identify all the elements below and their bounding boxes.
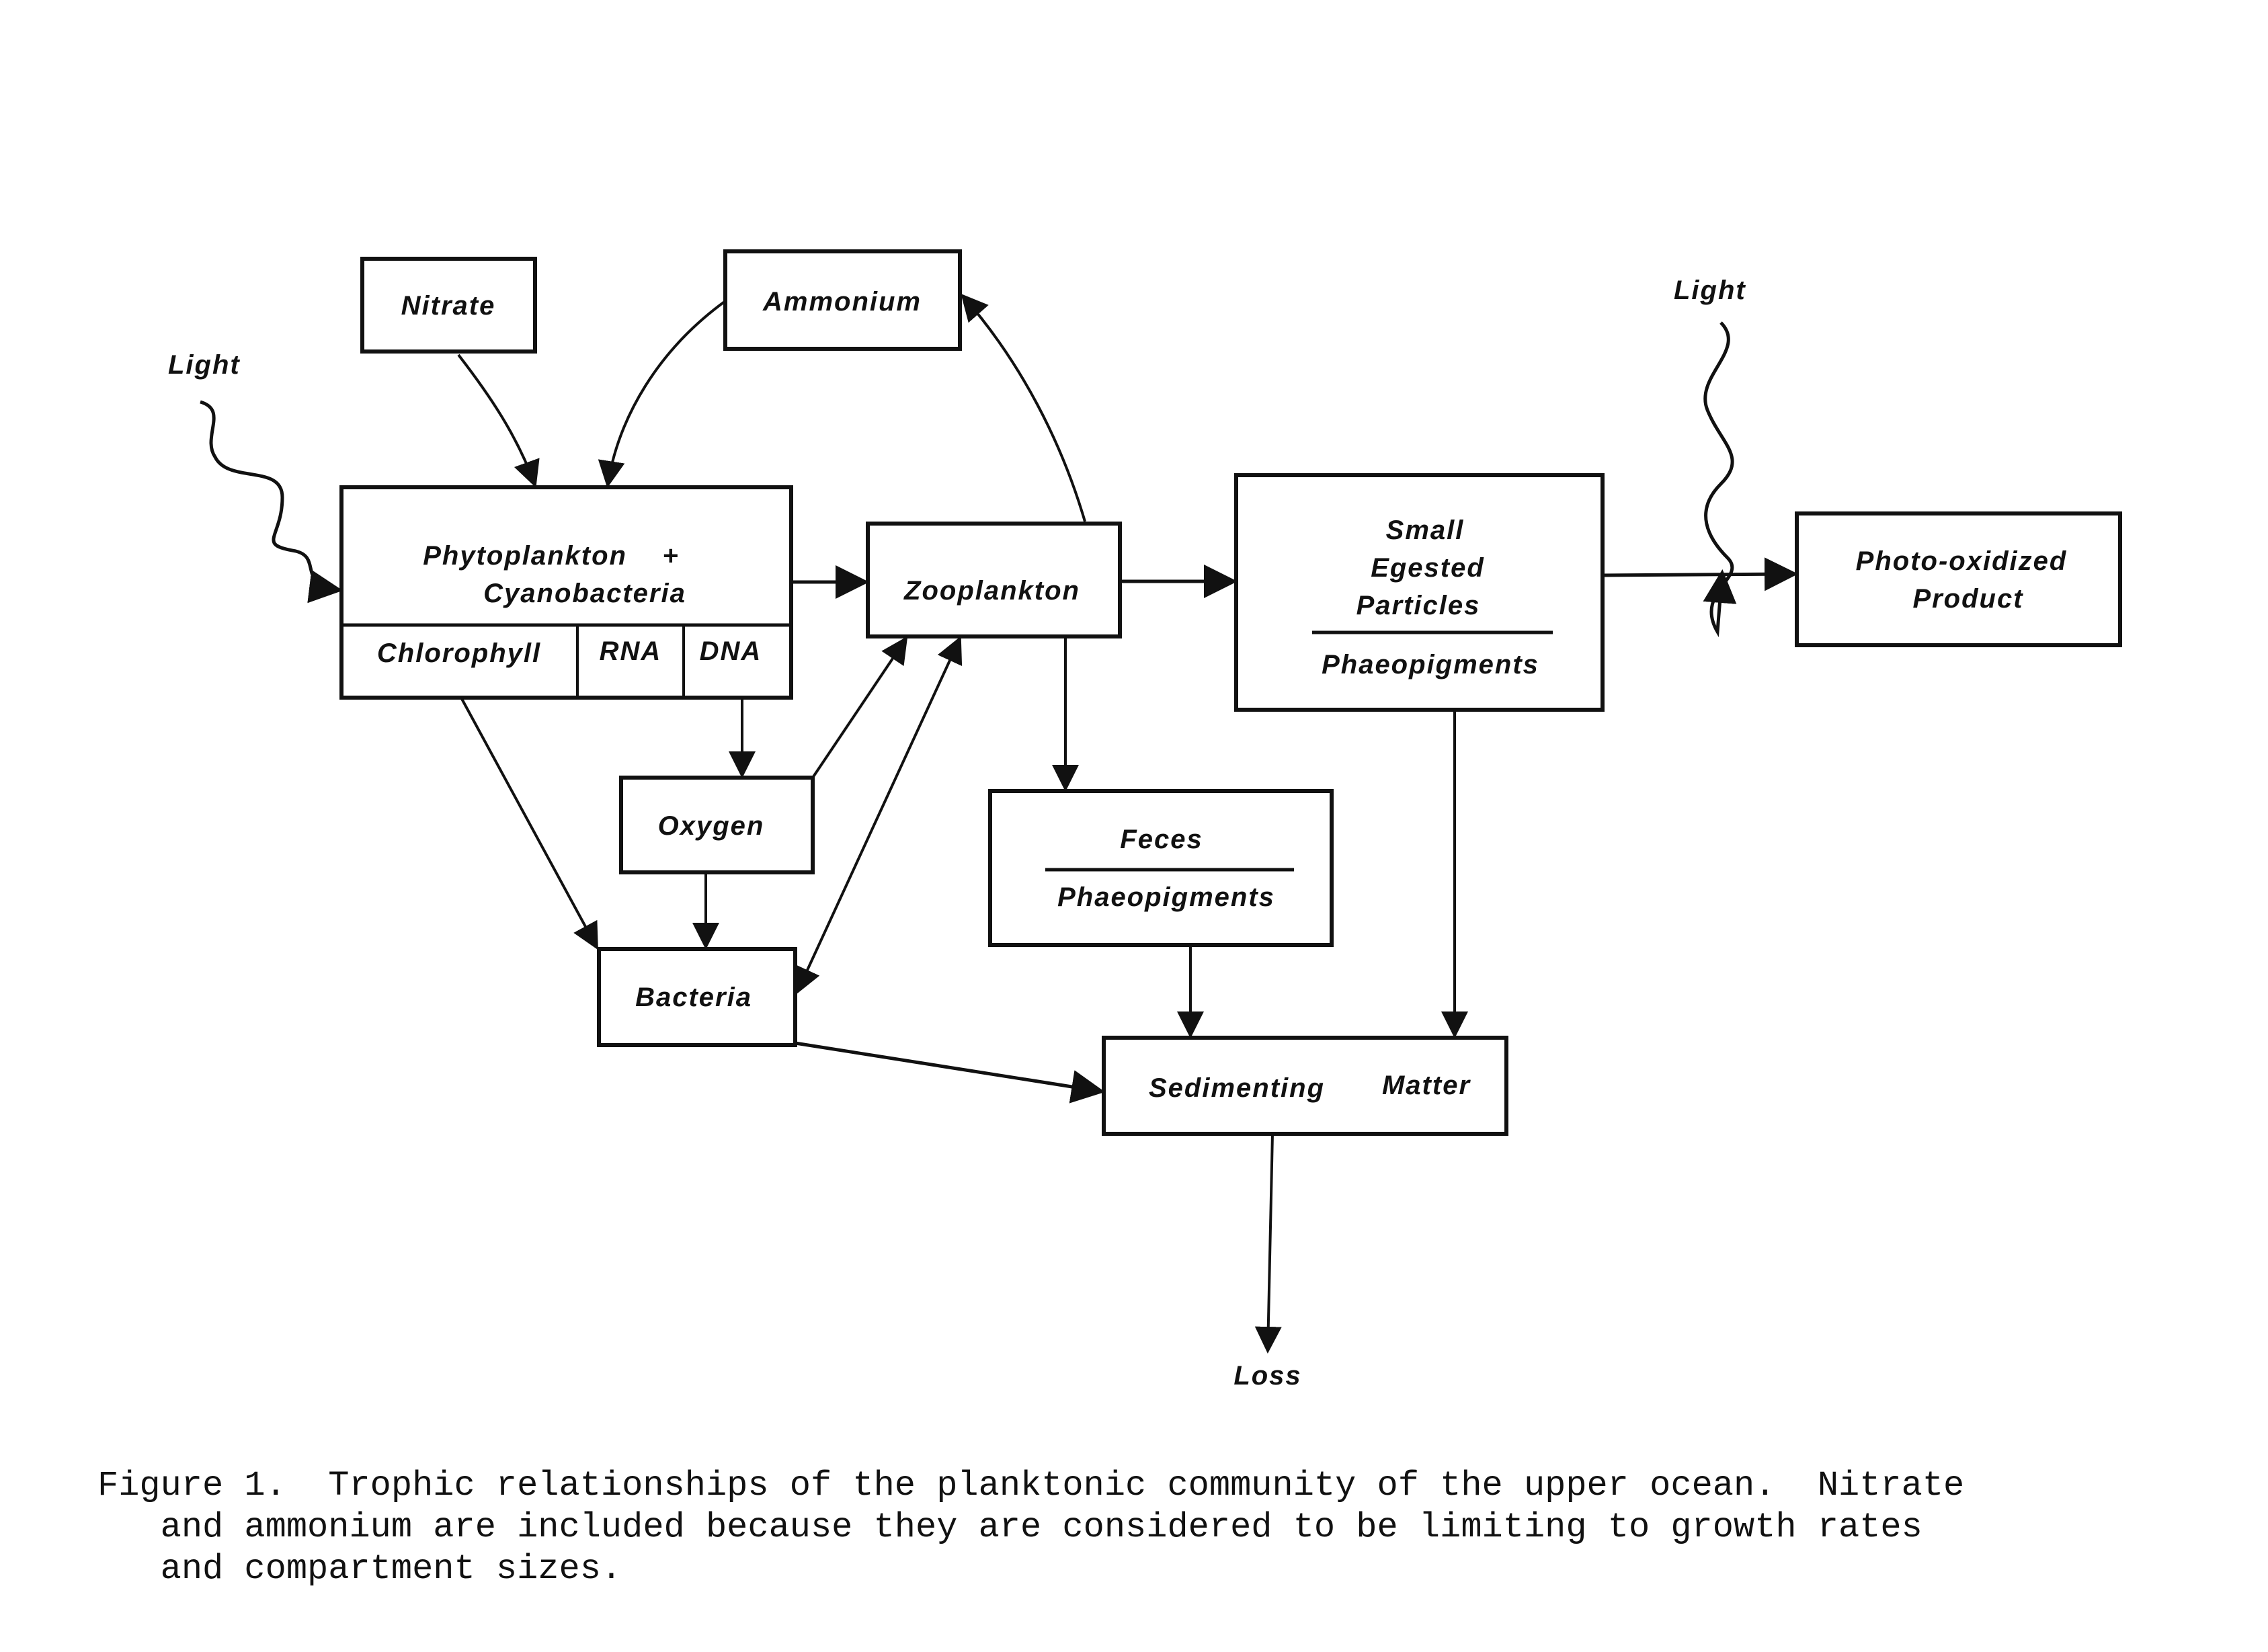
- phyto-label: Phytoplankton +: [423, 541, 680, 571]
- oxygen-label: Oxygen: [658, 811, 765, 841]
- sedimenting-label: Sedimenting: [1149, 1073, 1325, 1103]
- figure-caption: Figure 1. Trophic relationships of the p…: [97, 1465, 2215, 1590]
- photo-label: Photo-oxidized: [1856, 546, 2068, 576]
- small-phaeopigments-label: Phaeopigments: [1322, 650, 1539, 679]
- light-right-label: Light: [1674, 276, 1746, 305]
- edge-phyto-bacteria: [460, 697, 598, 950]
- particles-label: Particles: [1356, 591, 1481, 620]
- ammonium-label: Ammonium: [762, 287, 922, 317]
- dna-label: DNA: [700, 636, 762, 666]
- node-phytoplankton-cyanobacteria: Phytoplankton + Cyanobacteria Chlorophyl…: [339, 485, 793, 700]
- caption-line-2: and ammonium are included because they a…: [97, 1508, 1922, 1547]
- small-label: Small: [1386, 515, 1465, 545]
- loss-label: Loss: [1233, 1361, 1301, 1391]
- node-small-egested-particles: Small Egested Particles Phaeopigments: [1234, 473, 1605, 712]
- node-oxygen: Oxygen: [619, 776, 815, 874]
- edge-nitrate-phyto: [457, 354, 540, 488]
- node-sedimenting-matter: Sedimenting Matter: [1102, 1036, 1508, 1136]
- node-nitrate: Nitrate: [360, 257, 537, 354]
- matter-label: Matter: [1382, 1071, 1471, 1100]
- edge-bacteria-sedimenting: [795, 1041, 1105, 1104]
- caption-line-1: Figure 1. Trophic relationships of the p…: [97, 1466, 1965, 1505]
- feces-label: Feces: [1120, 825, 1203, 854]
- egested-label: Egested: [1371, 553, 1485, 583]
- node-bacteria: Bacteria: [597, 947, 797, 1047]
- chlorophyll-label: Chlorophyll: [377, 638, 541, 668]
- zooplankton-label: Zooplankton: [903, 576, 1080, 606]
- caption-line-3: and compartment sizes.: [97, 1549, 622, 1589]
- cyano-label: Cyanobacteria: [483, 579, 686, 608]
- light-wave-left-icon: [200, 400, 343, 604]
- edge-ammonium-phyto: [598, 300, 727, 488]
- edge-bacteria-zoo: [795, 636, 963, 995]
- product-label: Product: [1912, 584, 2023, 614]
- bacteria-label: Bacteria: [635, 983, 752, 1012]
- node-zooplankton: Zooplankton: [866, 522, 1122, 638]
- light-left-label: Light: [168, 350, 241, 380]
- rna-label: RNA: [600, 636, 662, 666]
- feces-phaeopigments-label: Phaeopigments: [1057, 882, 1275, 912]
- edge-small-photo: [1602, 557, 1798, 591]
- edge-oxygen-zoo: [811, 636, 908, 779]
- node-photo-oxidized-product: Photo-oxidized Product: [1795, 511, 2122, 647]
- node-ammonium: Ammonium: [723, 249, 962, 351]
- node-feces: Feces Phaeopigments: [988, 789, 1334, 947]
- nitrate-label: Nitrate: [401, 291, 496, 321]
- light-wave-right-icon: [1703, 321, 1737, 638]
- edge-sedimenting-loss: [1254, 1133, 1282, 1354]
- edge-zoo-ammonium: [961, 293, 1086, 522]
